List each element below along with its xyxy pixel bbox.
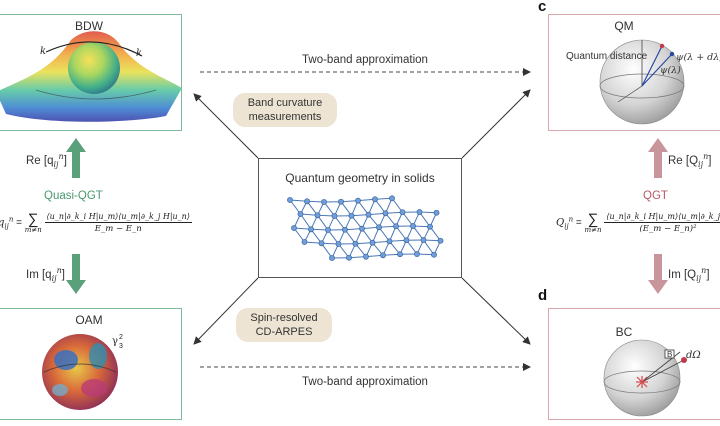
bc-b-label: B [667, 350, 672, 359]
psi-top-label: ψ(λ + dλ) [676, 52, 720, 63]
right-re-label: Re [Qijn] [668, 152, 711, 169]
quantum-distance-label: Quantum distance [566, 51, 647, 62]
diag-arrow-bottom-right [462, 278, 530, 344]
diag-arrow-top-right [462, 90, 530, 158]
diag-arrow-bottom-left [194, 278, 258, 344]
qgt-label: QGT [643, 190, 668, 202]
panel-letter-c: c [538, 0, 546, 15]
psi-bottom-label: ψ(λ) [660, 65, 681, 76]
right-up-arrow [648, 138, 668, 178]
right-down-arrow [648, 254, 668, 294]
bc-omega-label: dΩ [686, 350, 701, 361]
diag-arrow-top-left [194, 94, 258, 158]
right-im-label: Im [Qijn] [668, 266, 710, 283]
two-band-bottom-label: Two-band approximation [302, 376, 428, 388]
two-band-top-label: Two-band approximation [302, 54, 428, 66]
right-formula: Qijn = ∑m≠n ⟨u_n|∂_k_i H|u_m⟩⟨u_m|∂_k_j … [556, 212, 720, 234]
qm-sphere-illustration [580, 30, 720, 130]
panel-letter-d: d [538, 287, 547, 304]
bc-monopole-star [636, 376, 648, 388]
bc-sphere-illustration [580, 330, 720, 420]
